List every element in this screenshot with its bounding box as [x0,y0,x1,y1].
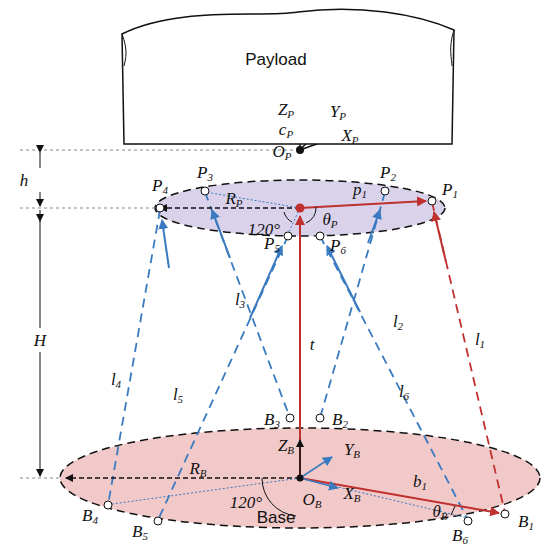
symbol-label: RP [225,190,242,209]
symbol-label: B3 [264,411,280,430]
symbol-label: l6 [399,383,409,402]
symbol-label: XP [341,127,358,146]
symbol-label: P3 [197,164,213,183]
symbol-label: l1 [475,331,485,350]
symbol-label: YP [330,103,346,122]
symbol-label: cP [279,121,293,140]
node-label: Payload [245,50,306,70]
symbol-label: B6 [452,527,468,546]
symbol-label: P4 [152,177,168,196]
symbol-label: b1 [413,473,427,492]
symbol-label: θP [322,211,337,230]
symbol-label: l3 [235,291,245,310]
symbol-label: RB [189,460,206,479]
symbol-label: l5 [173,386,183,405]
symbol-label: 120° [248,221,280,238]
symbol-label: B1 [518,513,534,532]
symbol-label: 120° [230,494,262,511]
symbol-label: B4 [82,507,98,526]
symbol-label: P6 [330,237,346,256]
symbol-label: B2 [332,411,348,430]
symbol-label: ZB [278,437,294,456]
symbol-label: P2 [380,164,396,183]
symbol-label: l4 [111,371,121,390]
symbol-label: l2 [393,313,403,332]
symbol-label: P1 [442,181,458,200]
symbol-label: OB [302,491,321,510]
symbol-label: H [33,331,47,350]
symbol-label: θB [432,503,447,522]
symbol-label: h [19,171,30,190]
symbol-label: ZP [278,101,294,120]
symbol-label: P5 [264,235,280,254]
symbol-label: YB [344,441,360,460]
symbol-label: OP [272,143,291,162]
symbol-label: XB [343,485,360,504]
symbol-label: p1 [353,181,367,200]
symbol-label: B5 [132,523,148,542]
symbol-label: t [310,336,315,353]
